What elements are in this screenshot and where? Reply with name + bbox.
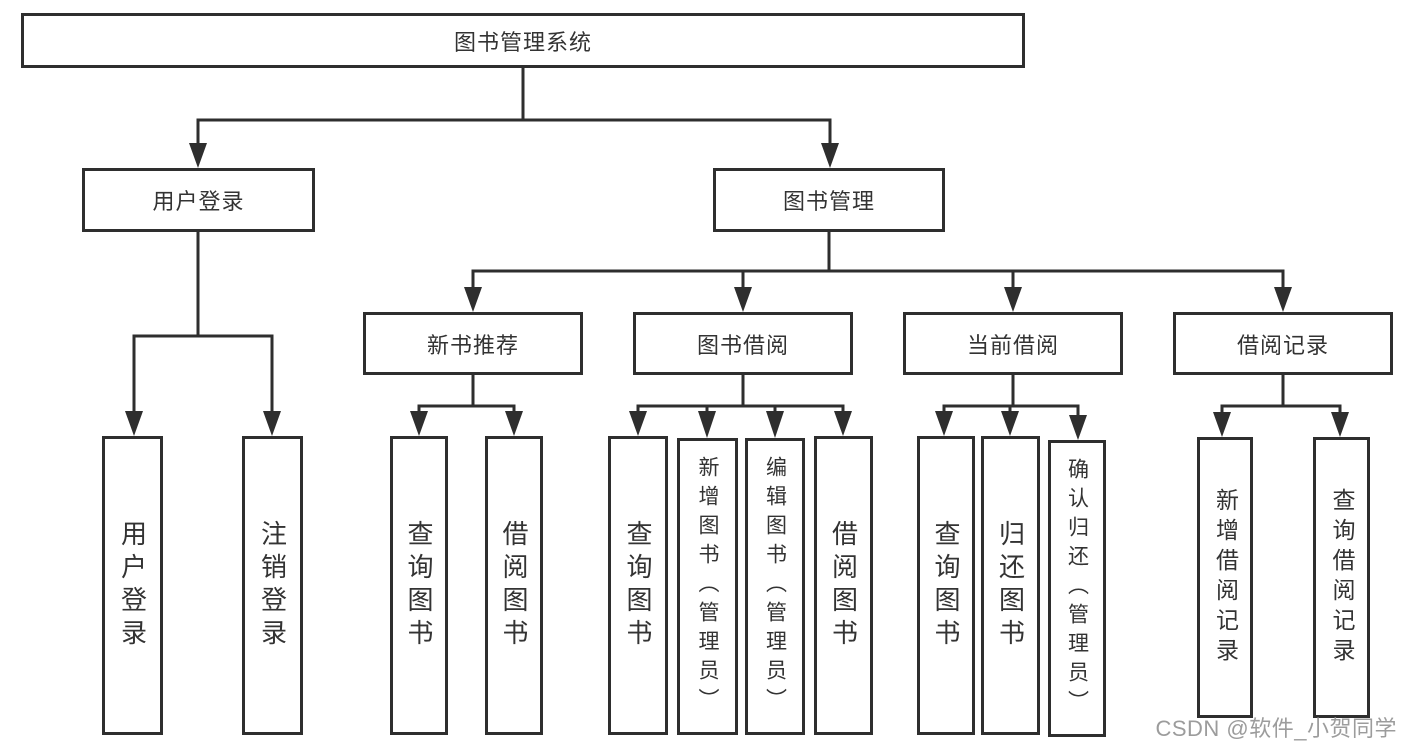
leaf-borrowing-add-books-admin: 新增图书（管理员） bbox=[677, 438, 738, 735]
connector-userlogin-to-leaves bbox=[132, 232, 274, 414]
csdn-watermark: CSDN @软件_小贺同学 bbox=[1155, 716, 1397, 741]
leaf-records-query-record-label: 查询借阅记录 bbox=[1329, 487, 1355, 668]
leaf-records-query-record: 查询借阅记录 bbox=[1313, 437, 1370, 718]
leaf-newbook-query-books-label: 查询图书 bbox=[404, 519, 434, 652]
leaf-newbook-query-books: 查询图书 bbox=[390, 436, 448, 735]
leaf-current-query-books: 查询图书 bbox=[917, 436, 975, 735]
leaf-logout: 注销登录 bbox=[242, 436, 303, 735]
leaf-current-query-books-label: 查询图书 bbox=[931, 519, 961, 652]
leaf-records-add-record-label: 新增借阅记录 bbox=[1212, 487, 1239, 668]
connector-records-to-leaves bbox=[1220, 375, 1342, 415]
node-new-book-recommend: 新书推荐 bbox=[363, 312, 583, 375]
leaf-borrowing-edit-books-admin: 编辑图书（管理员） bbox=[745, 438, 805, 735]
leaf-current-return-books: 归还图书 bbox=[981, 436, 1040, 735]
node-current-borrowing: 当前借阅 bbox=[903, 312, 1123, 375]
leaf-borrowing-query-books: 查询图书 bbox=[608, 436, 668, 735]
node-book-management: 图书管理 bbox=[713, 168, 945, 232]
leaf-borrowing-borrow-books: 借阅图书 bbox=[814, 436, 873, 735]
connector-root-to-level2 bbox=[196, 68, 832, 146]
leaf-current-confirm-return-admin: 确认归还（管理员） bbox=[1048, 440, 1106, 737]
leaf-borrowing-edit-books-admin-label: 编辑图书（管理员） bbox=[763, 456, 787, 717]
node-user-login-label: 用户登录 bbox=[152, 189, 245, 214]
leaf-current-confirm-return-admin-label: 确认归还（管理员） bbox=[1065, 458, 1089, 719]
leaf-user-login-label: 用户登录 bbox=[117, 519, 148, 652]
connector-bookmgmt-to-level3 bbox=[471, 232, 1285, 290]
node-new-book-recommend-label: 新书推荐 bbox=[426, 332, 519, 358]
leaf-logout-label: 注销登录 bbox=[257, 519, 288, 652]
leaf-user-login: 用户登录 bbox=[102, 436, 163, 735]
leaf-borrowing-borrow-books-label: 借阅图书 bbox=[828, 519, 859, 652]
node-borrowing-records-label: 借阅记录 bbox=[1236, 332, 1329, 358]
leaf-borrowing-add-books-admin-label: 新增图书（管理员） bbox=[696, 456, 719, 717]
connector-borrowing-to-leaves bbox=[636, 375, 845, 414]
node-borrowing-records: 借阅记录 bbox=[1173, 312, 1393, 375]
leaf-newbook-borrow-books-label: 借阅图书 bbox=[499, 519, 529, 652]
node-book-borrowing: 图书借阅 bbox=[633, 312, 853, 375]
node-book-borrowing-label: 图书借阅 bbox=[696, 332, 789, 358]
leaf-current-return-books-label: 归还图书 bbox=[995, 519, 1026, 652]
leaf-newbook-borrow-books: 借阅图书 bbox=[485, 436, 543, 735]
node-user-login: 用户登录 bbox=[82, 168, 315, 232]
leaf-borrowing-query-books-label: 查询图书 bbox=[623, 519, 653, 652]
node-library-management-system: 图书管理系统 bbox=[21, 13, 1025, 68]
node-library-management-system-label: 图书管理系统 bbox=[453, 29, 592, 55]
connector-newbook-to-leaves bbox=[417, 375, 516, 414]
leaf-records-add-record: 新增借阅记录 bbox=[1197, 437, 1253, 718]
node-book-management-label: 图书管理 bbox=[782, 189, 875, 214]
node-current-borrowing-label: 当前借阅 bbox=[966, 332, 1059, 358]
arrowheads bbox=[125, 143, 1349, 440]
